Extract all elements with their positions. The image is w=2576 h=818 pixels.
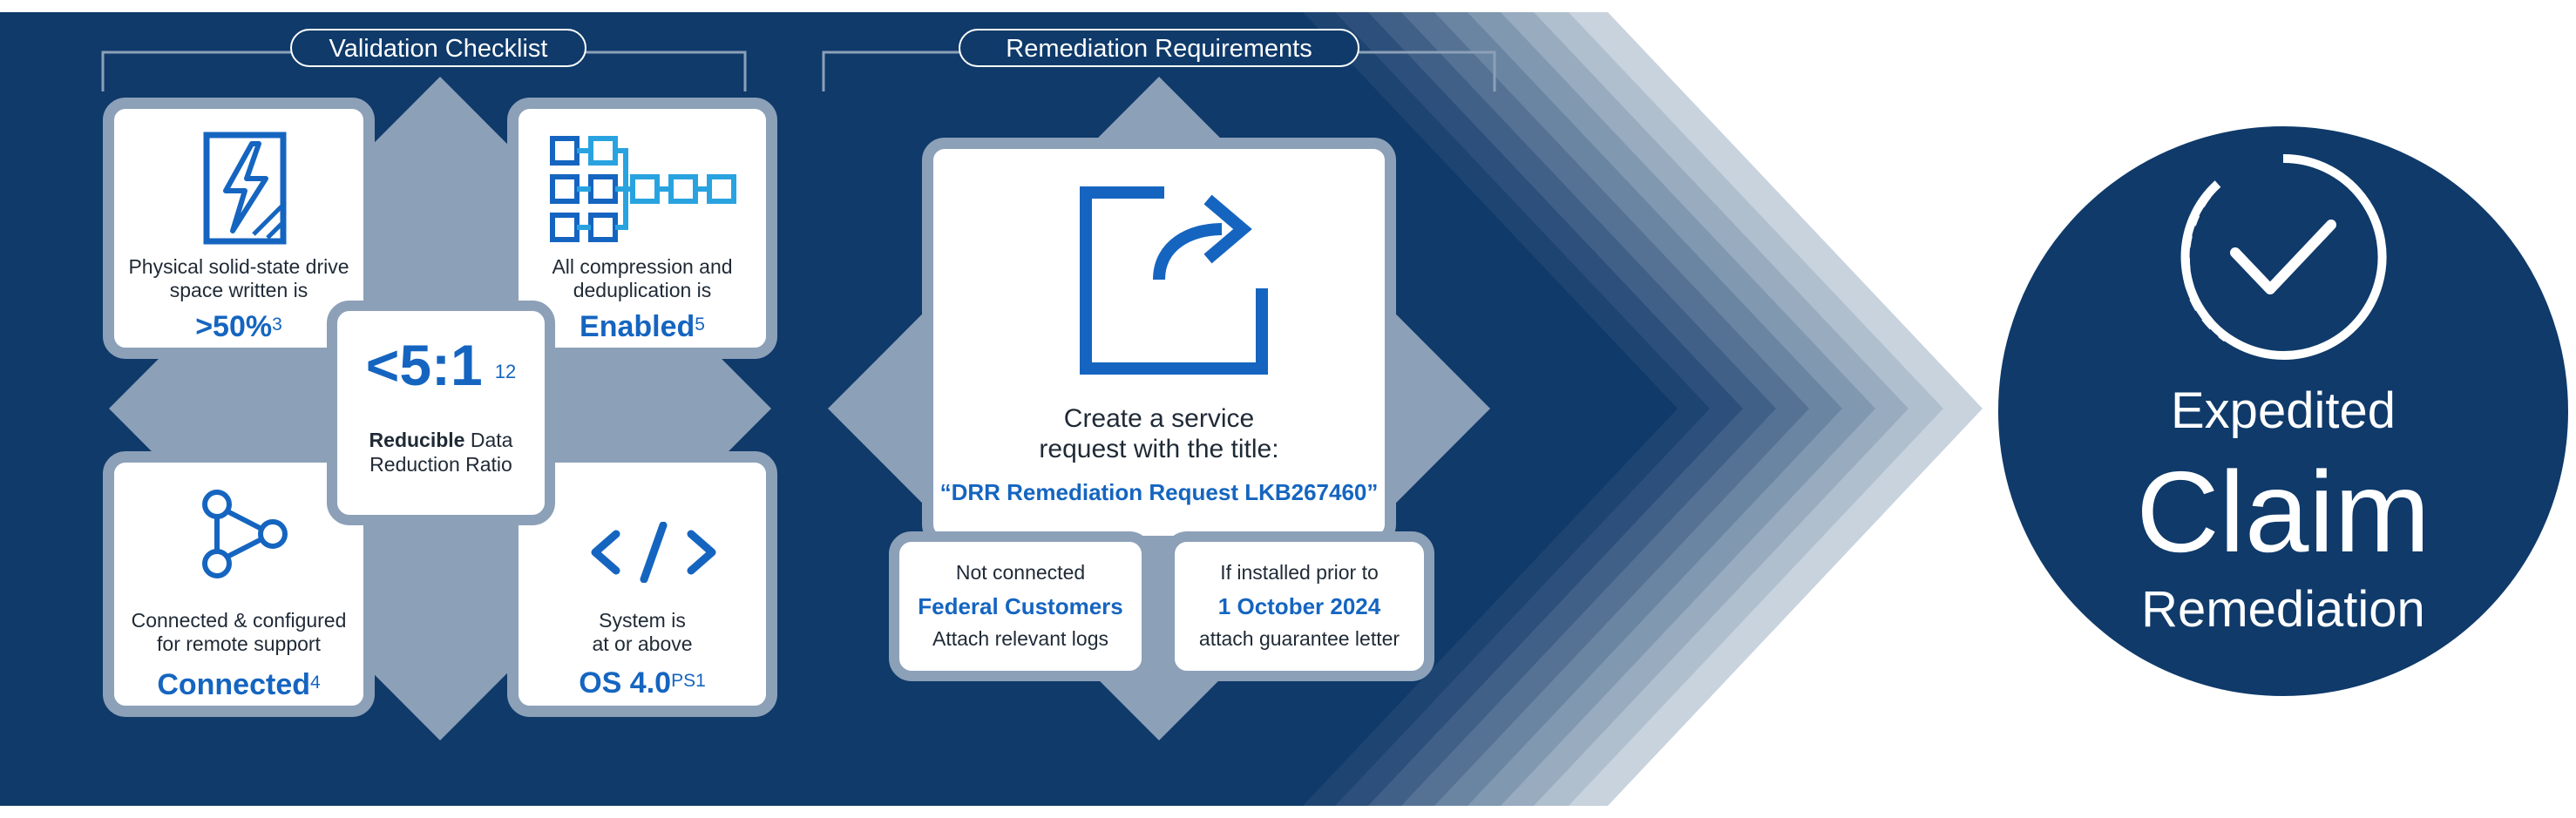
install-line1: If installed prior to — [1220, 561, 1379, 584]
support-footnote: 4 — [310, 673, 321, 693]
ssd-lightning-icon — [203, 132, 287, 245]
support-value-text: Connected — [157, 668, 310, 701]
os-line2: at or above — [592, 632, 693, 655]
ratio-footnote: 12 — [494, 361, 517, 382]
deduplication-icon — [550, 136, 736, 242]
ssd-line1: Physical solid-state drive — [128, 255, 349, 278]
os-footnote: PS1 — [671, 671, 706, 691]
compression-value-text: Enabled — [580, 310, 695, 343]
federal-line2: Attach relevant logs — [932, 627, 1108, 650]
ratio-value: <5:1 12 — [337, 334, 545, 396]
result-line3: Remediation — [2141, 581, 2425, 638]
ssd-footnote: 3 — [272, 314, 282, 335]
result-line2: Claim — [2136, 448, 2430, 576]
network-nodes-icon — [202, 490, 288, 578]
federal-highlight: Federal Customers — [918, 593, 1123, 619]
support-value: Connected4 — [114, 667, 363, 702]
result-line1: Expedited — [2171, 382, 2396, 439]
ratio-line2: Reduction Ratio — [369, 453, 512, 476]
ratio-bold-word: Reducible — [369, 429, 465, 451]
ssd-line2: space written is — [169, 279, 308, 301]
remediation-line2: request with the title: — [1039, 435, 1279, 463]
remediation-line1: Create a service — [1063, 404, 1255, 433]
install-date-box: If installed prior to 1 October 2024 att… — [1164, 531, 1434, 681]
compression-card: All compression and deduplication is Ena… — [507, 98, 777, 359]
remediation-requirements-title: Remediation Requirements — [959, 29, 1359, 67]
share-arrow-icon — [1080, 186, 1268, 375]
support-line1: Connected & configured — [131, 609, 347, 632]
os-value: OS 4.0PS1 — [519, 666, 766, 700]
ratio-value-text: <5:1 — [365, 333, 483, 397]
federal-customers-box: Not connected Federal Customers Attach r… — [889, 531, 1152, 681]
compression-line2: deduplication is — [573, 279, 712, 301]
ratio-card: <5:1 12 Reducible Data Reduction Ratio — [327, 301, 555, 525]
install-line2: attach guarantee letter — [1198, 627, 1400, 650]
ssd-value-text: >50% — [195, 310, 273, 343]
ssd-value: >50%3 — [114, 309, 363, 344]
compression-line1: All compression and — [552, 255, 733, 278]
code-icon — [591, 522, 716, 583]
support-card: Connected & configured for remote suppor… — [103, 451, 375, 717]
request-title: “DRR Remediation Request LKB267460” — [939, 479, 1379, 505]
ratio-line1-rest: Data — [464, 429, 513, 451]
install-highlight: 1 October 2024 — [1217, 593, 1381, 619]
compression-value: Enabled5 — [519, 309, 766, 344]
dashed-check-circle-icon — [2180, 153, 2387, 360]
validation-checklist-title: Validation Checklist — [290, 29, 586, 67]
compression-footnote: 5 — [695, 314, 705, 335]
os-value-text: OS 4.0 — [579, 666, 672, 700]
federal-line1: Not connected — [955, 561, 1086, 584]
remediation-card: Create a service request with the title:… — [922, 138, 1396, 547]
os-line1: System is — [599, 609, 686, 632]
support-line2: for remote support — [157, 632, 321, 655]
ratio-line1: Reducible Data — [337, 429, 545, 452]
